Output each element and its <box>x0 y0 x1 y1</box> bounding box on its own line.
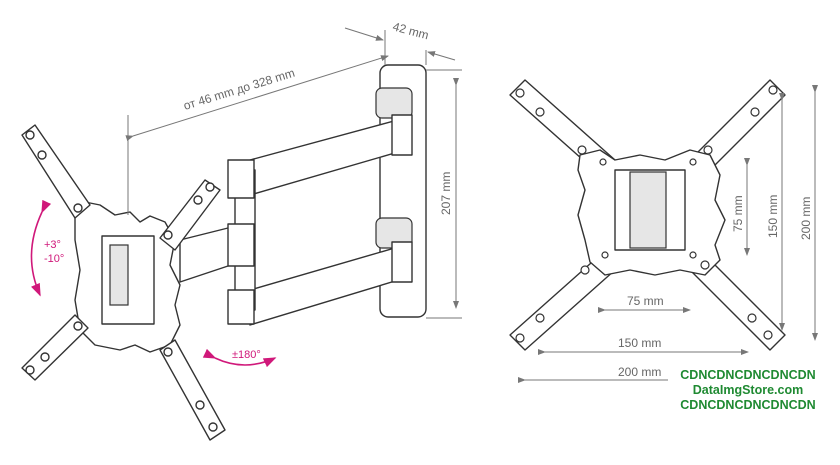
tilt-up-label: +3° <box>44 239 61 251</box>
front-view: 75 mm 150 mm 200 mm 75 mm 150 mm 200 mm <box>509 79 818 383</box>
vesa-75-v-label: 75 mm <box>731 195 745 232</box>
swing-arms <box>179 114 413 326</box>
vesa-150-h-label: 150 mm <box>618 336 661 350</box>
swivel-arrow-icon <box>202 348 277 368</box>
tv-plate <box>21 124 226 441</box>
vesa-150-v-label: 150 mm <box>766 195 780 238</box>
height-label: 207 mm <box>439 172 453 215</box>
vesa-75-h-label: 75 mm <box>627 294 664 308</box>
swivel-label: ±180° <box>232 349 261 361</box>
vesa-200-h-label: 200 mm <box>618 365 661 379</box>
watermark-line-3: CDNCDNCDNCDNCDN <box>680 398 816 412</box>
tilt-down-label: -10° <box>44 253 64 265</box>
watermark-line-2: DataImgStore.com <box>692 383 804 397</box>
side-view: от 46 mm до 328 mm 42 mm 207 mm +3° -10°… <box>21 19 462 441</box>
watermark: CDNCDNCDNCDNCDN DataImgStore.com CDNCDNC… <box>668 368 828 413</box>
arm-length-label: от 46 mm до 328 mm <box>182 66 297 113</box>
depth-label: 42 mm <box>391 19 430 42</box>
tilt-arrow-icon <box>30 199 52 297</box>
vesa-200-v-label: 200 mm <box>799 197 813 240</box>
watermark-line-1: CDNCDNCDNCDNCDN <box>680 368 816 382</box>
